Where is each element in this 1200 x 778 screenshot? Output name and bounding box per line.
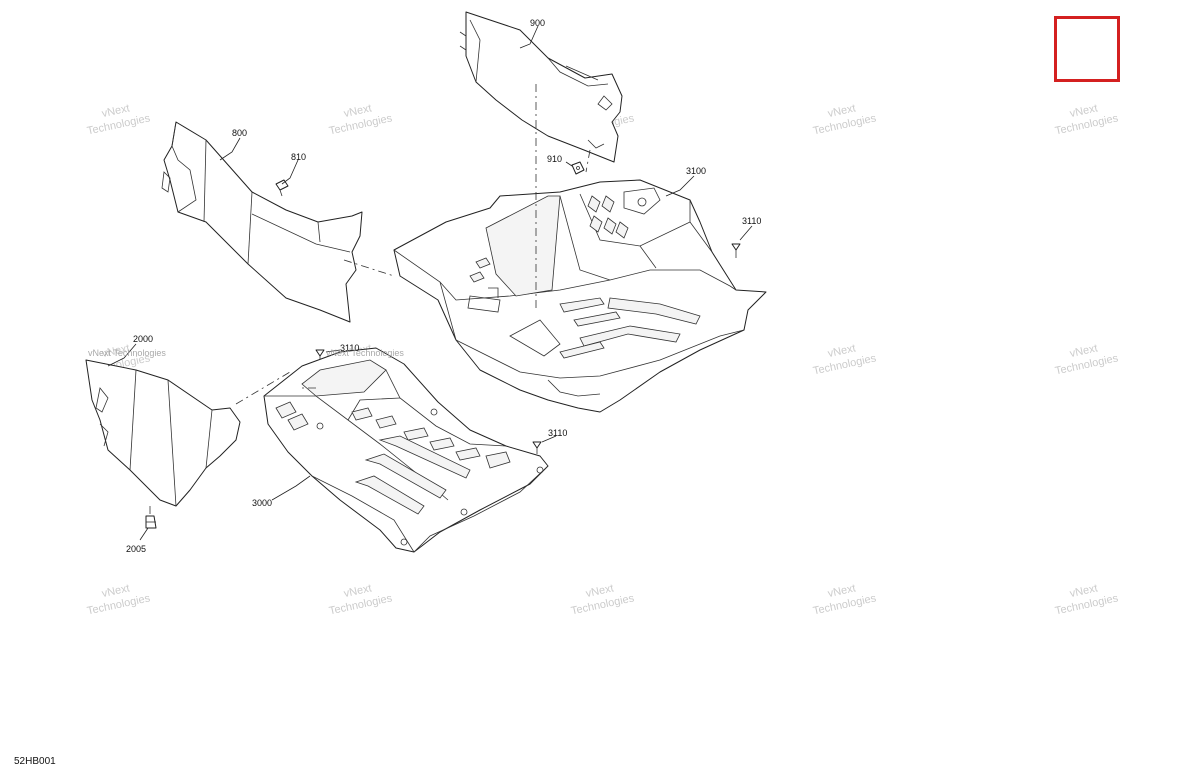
callout-labels: 900 910 800 810 3100 3110 3110 3110 2000… [126, 18, 761, 554]
watermark-line1: vNext [827, 582, 857, 600]
callout-800[interactable]: 800 [232, 128, 247, 138]
callout-3110-c[interactable]: 3110 [548, 428, 567, 438]
watermark-tile: vNext Technologies [328, 102, 394, 137]
callout-3100[interactable]: 3100 [686, 166, 706, 176]
callout-900[interactable]: 900 [530, 18, 545, 28]
alignment-lines [149, 84, 591, 516]
watermark-line1: vNext [827, 342, 857, 360]
watermark-line1: vNext [585, 582, 615, 600]
part-900-rear-panel[interactable] [459, 11, 623, 163]
part-810-fastener[interactable] [275, 179, 289, 197]
watermark-small: vNext Technologies [326, 348, 404, 358]
callout-3110-a[interactable]: 3110 [742, 216, 761, 226]
watermark-small: vNext Technologies [88, 348, 166, 358]
part-3110-screw-c[interactable] [532, 441, 542, 454]
callout-2005[interactable]: 2005 [126, 544, 146, 554]
diagram-code: 52HB001 [14, 756, 56, 767]
part-3110-screw-a[interactable] [731, 243, 741, 258]
part-3100-floor-tub[interactable] [393, 179, 767, 413]
watermark-tile: vNext Technologies [812, 582, 878, 617]
watermark-line1: vNext [343, 102, 373, 120]
watermark-line1: vNext [343, 582, 373, 600]
part-910-clip[interactable] [571, 161, 585, 175]
callout-3110-b[interactable]: 3110 [340, 343, 359, 353]
callout-810[interactable]: 810 [291, 152, 306, 162]
watermark-tile: vNext Technologies [570, 582, 636, 617]
callout-910[interactable]: 910 [547, 154, 562, 164]
watermark-tile: vNext Technologies [86, 102, 152, 137]
watermark-tile: vNext Technologies [812, 102, 878, 137]
watermark-line1: vNext [1069, 342, 1099, 360]
watermark-tile: vNext Technologies [1054, 342, 1120, 377]
watermark-tile: vNext Technologies [328, 582, 394, 617]
callout-2000[interactable]: 2000 [133, 334, 153, 344]
part-800-side-panel[interactable] [161, 121, 363, 323]
callout-3000[interactable]: 3000 [252, 498, 272, 508]
watermark-line1: vNext [1069, 582, 1099, 600]
leader-lines [107, 25, 753, 541]
watermark-tile: vNext Technologies [1054, 102, 1120, 137]
watermark-line1: vNext [101, 582, 131, 600]
part-2000-side-panel[interactable] [85, 359, 241, 507]
watermark-tile: vNext Technologies [1054, 582, 1120, 617]
watermark-line1: vNext [1069, 102, 1099, 120]
selection-box[interactable] [1054, 16, 1120, 82]
part-2005-clip[interactable] [145, 515, 157, 529]
watermark-tile: vNext Technologies [86, 582, 152, 617]
watermark-tile: vNext Technologies [812, 342, 878, 377]
watermark-line1: vNext [101, 102, 131, 120]
watermark-line1: vNext [827, 102, 857, 120]
watermark-overlay: vNext Technologies vNext Technologies [88, 348, 404, 358]
part-3000-floor-tub[interactable] [263, 347, 549, 553]
watermark-line1: vNext [101, 342, 131, 360]
